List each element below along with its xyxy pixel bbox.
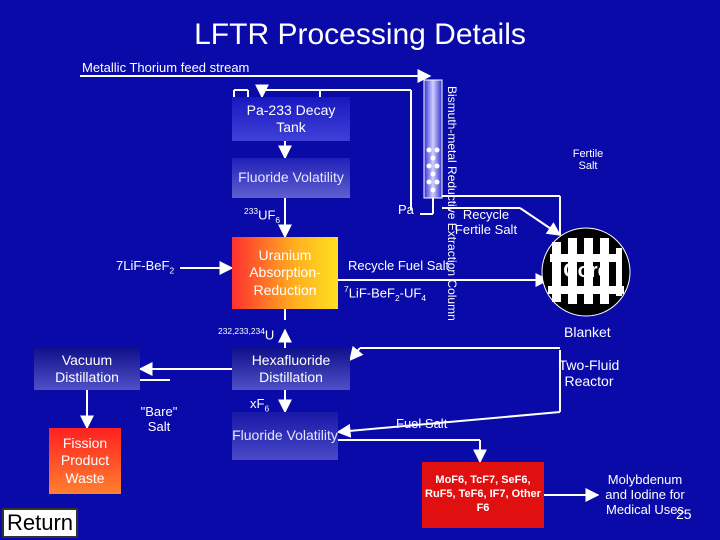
xf6-label: xF6 <box>250 396 270 414</box>
vacuum-distillation-box: Vacuum Distillation <box>34 348 140 390</box>
decay-tank-box: Pa-233 Decay Tank <box>232 97 350 141</box>
pa-label: Pa <box>398 202 414 217</box>
reactor-label: Two-Fluid Reactor <box>558 357 620 389</box>
carrier-salt-label: 7LiF-BeF2 <box>116 258 175 276</box>
uf6-label: 233UF6 <box>244 206 281 225</box>
extraction-column <box>423 79 443 199</box>
recycle-fuel-label: Recycle Fuel Salt <box>348 258 450 273</box>
fuel-salt-composition: 7LiF-BeF2-UF4 <box>344 284 427 303</box>
molybdenum-label: Molybdenum and Iodine for Medical Uses <box>605 472 685 517</box>
fuel-salt-label: Fuel Salt <box>396 416 448 431</box>
fission-products-box: MoF6, TcF7, SeF6, RuF5, TeF6, IF7, Other… <box>422 462 544 528</box>
page-title: LFTR Processing Details <box>194 18 526 51</box>
reactor-core <box>541 227 631 317</box>
page-number: 25 <box>676 506 692 522</box>
feed-stream-label: Metallic Thorium feed stream <box>82 60 250 75</box>
fluoride-volatility-top-box: Fluoride Volatility <box>232 158 350 198</box>
uranium-absorption-box: Uranium Absorption-Reduction <box>232 237 338 309</box>
bare-salt-label: "Bare" Salt <box>140 404 178 434</box>
blanket-label: Blanket <box>564 324 611 340</box>
fluoride-volatility-bottom-box: Fluoride Volatility <box>232 412 338 460</box>
core-label: Core <box>563 259 609 282</box>
hexafluoride-distillation-box: Hexafluoride Distillation <box>232 348 350 390</box>
u-isotopes-label: 232,233,234U <box>218 326 275 343</box>
fission-waste-box: Fission Product Waste <box>49 428 121 494</box>
recycle-fertile-label: Recycle Fertile Salt <box>454 207 518 237</box>
return-button[interactable]: Return <box>2 508 78 538</box>
column-label: Bismuth-metal Reductive Extraction Colum… <box>445 86 460 321</box>
fertile-salt-label: Fertile Salt <box>572 148 604 172</box>
